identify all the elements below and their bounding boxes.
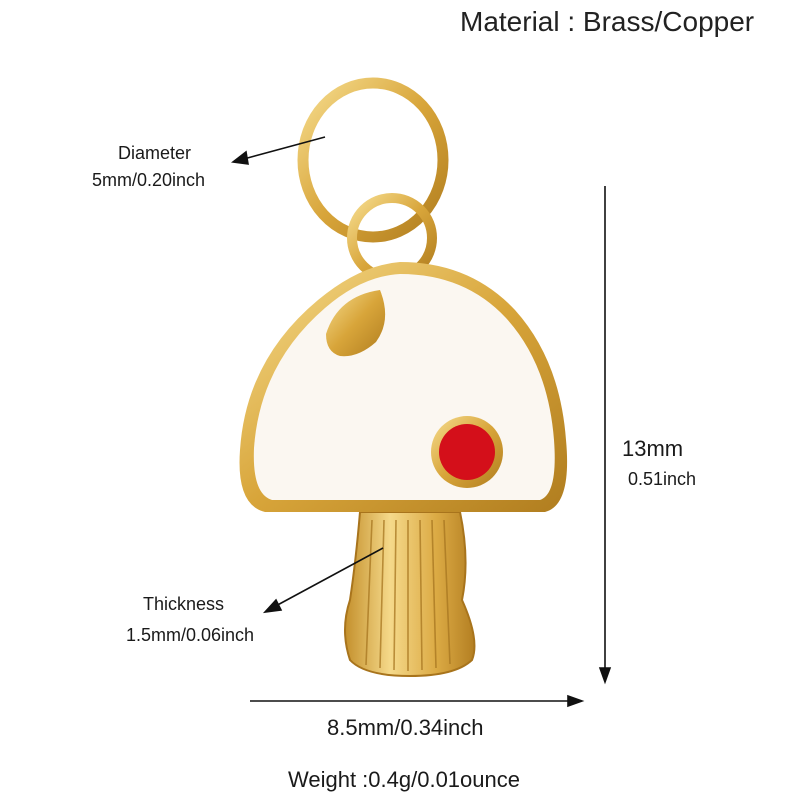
height-mm-label: 13mm — [622, 436, 684, 461]
diameter-arrow — [239, 136, 326, 161]
jump-ring-large — [297, 77, 449, 243]
diameter-value: 5mm/0.20inch — [92, 170, 206, 190]
height-inch-label: 0.51inch — [628, 469, 697, 489]
thickness-label: Thickness — [143, 594, 225, 614]
thickness-value: 1.5mm/0.06inch — [126, 625, 255, 645]
stem-ridges — [365, 519, 451, 671]
dimension-arrows — [230, 136, 612, 708]
weight-label: Weight :0.4g/0.01ounce — [288, 767, 520, 792]
material-label: Material : Brass/Copper — [460, 6, 755, 37]
width-label: 8.5mm/0.34inch — [327, 715, 484, 740]
diameter-label: Diameter — [118, 143, 192, 163]
mushroom-stem — [344, 511, 476, 678]
cap-gold-spot — [326, 290, 386, 357]
thickness-arrow — [271, 547, 384, 609]
cap-red-spot — [439, 424, 495, 480]
